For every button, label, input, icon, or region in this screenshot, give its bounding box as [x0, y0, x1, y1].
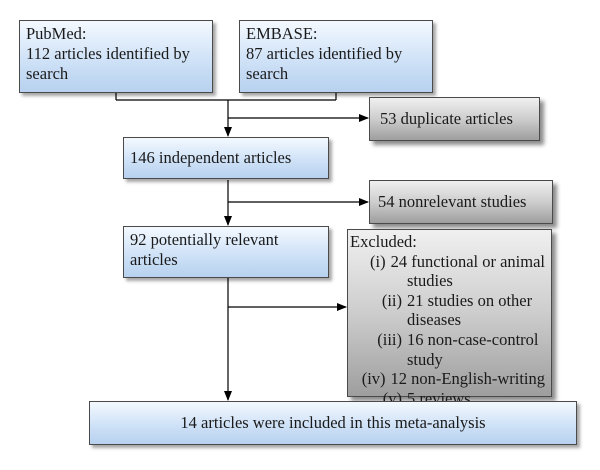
excluded-item-text: 16 non-case-control [407, 329, 539, 349]
independent-box: 146 independent articles [123, 137, 329, 179]
pubmed-count: 112 articles identified by [26, 44, 190, 63]
pubmed-box: PubMed: 112 articles identified by searc… [19, 20, 213, 93]
pubmed-search: search [26, 64, 69, 83]
pubmed-title: PubMed: [26, 24, 87, 43]
excluded-item-text: 12 non-English-writing [390, 369, 545, 389]
excluded-item-text: 24 functional or animal [390, 251, 545, 271]
excluded-item: (ii) 21 studies on other diseases [350, 291, 545, 330]
independent-text: 146 independent articles [130, 148, 292, 167]
embase-box: EMBASE: 87 articles identified by search [239, 20, 433, 93]
excluded-item-number: (iv) [361, 369, 386, 389]
nonrelevant-box: 54 nonrelevant studies [369, 180, 553, 224]
embase-search: search [246, 64, 289, 83]
excluded-item: (i) 24 functional or animal studies [350, 252, 545, 291]
potential-box: 92 potentially relevant articles [123, 226, 329, 278]
potential-line2: articles [130, 250, 178, 269]
excluded-item-text: 21 studies on other [407, 290, 533, 310]
duplicates-text: 53 duplicate articles [380, 109, 513, 128]
excluded-item-number: (ii) [381, 290, 402, 310]
excluded-item-continuation: diseases [407, 310, 462, 330]
final-text: 14 articles were included in this meta-a… [180, 413, 486, 432]
embase-title: EMBASE: [246, 24, 318, 43]
potential-line1: 92 potentially relevant [130, 230, 279, 249]
excluded-item-number: (iii) [377, 329, 402, 349]
duplicates-box: 53 duplicate articles [369, 97, 540, 141]
final-box: 14 articles were included in this meta-a… [89, 401, 577, 445]
excluded-item-continuation: study [407, 349, 443, 369]
excluded-item: (iv) 12 non-English-writing [350, 369, 545, 389]
embase-count: 87 articles identified by [246, 44, 403, 63]
excluded-item: (iii) 16 non-case-control study [350, 330, 545, 369]
excluded-item-continuation: studies [407, 271, 453, 291]
nonrelevant-text: 54 nonrelevant studies [378, 192, 527, 211]
excluded-box: Excluded: (i) 24 functional or animal st… [347, 229, 552, 408]
excluded-item-number: (i) [370, 251, 386, 271]
excluded-title: Excluded: [350, 232, 417, 251]
